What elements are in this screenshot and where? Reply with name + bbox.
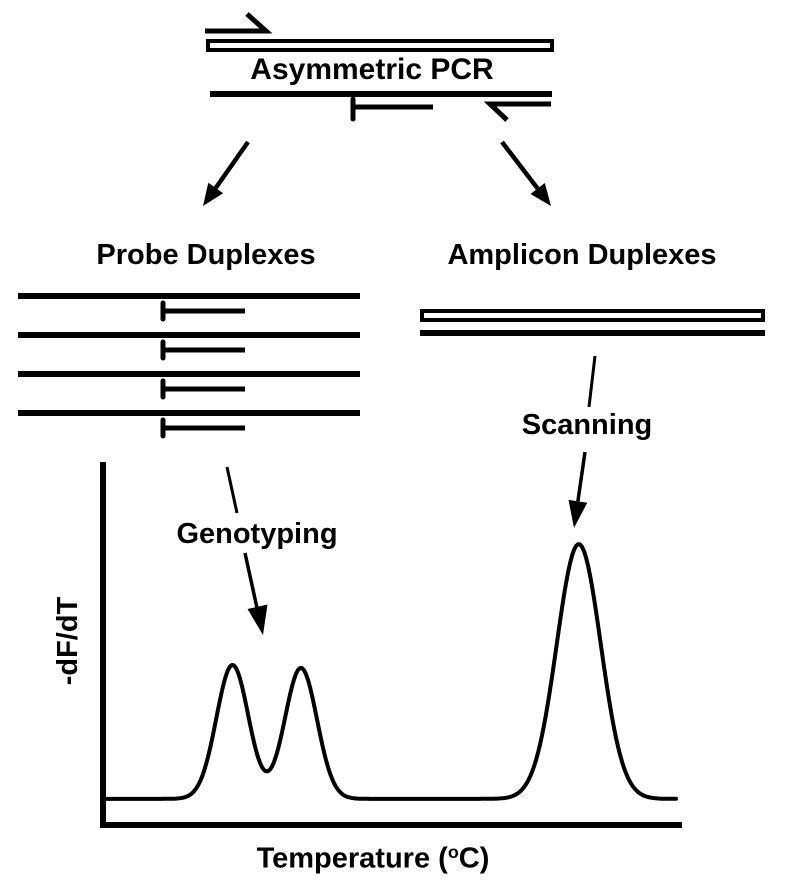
probe-duplexes-title: Probe Duplexes bbox=[96, 239, 316, 271]
forward-primer-icon bbox=[205, 12, 273, 34]
y-axis-label: -dF/dT bbox=[52, 596, 84, 686]
x-axis-label: Temperature (oC) bbox=[223, 843, 523, 874]
scanning-arrow-icon bbox=[568, 451, 588, 528]
x-axis-label-pre: Temperature ( bbox=[256, 842, 448, 875]
branch-arrow-left-icon bbox=[203, 140, 250, 206]
melting-curve bbox=[102, 542, 678, 801]
scanning-label: Scanning bbox=[521, 409, 653, 441]
connector-to-genotyping bbox=[225, 466, 239, 514]
branch-arrow-right-icon bbox=[500, 140, 551, 206]
x-axis-label-post: C) bbox=[458, 842, 490, 875]
amplicon-duplexes-title: Amplicon Duplexes bbox=[447, 239, 717, 271]
connector-to-scanning bbox=[587, 355, 597, 408]
genotyping-arrow-icon bbox=[243, 552, 268, 635]
reverse-primer-icon bbox=[483, 101, 551, 122]
x-axis-label-sup: o bbox=[447, 842, 459, 862]
genotyping-label: Genotyping bbox=[176, 518, 338, 550]
top-strand-duplex bbox=[206, 39, 554, 52]
plot-axes bbox=[100, 462, 682, 828]
probe-duplexes-diagram bbox=[18, 293, 360, 439]
asymmetric-pcr-diagram bbox=[205, 12, 554, 122]
amplicon-top-strand bbox=[420, 309, 765, 322]
asymmetric-pcr-label: Asymmetric PCR bbox=[250, 53, 494, 86]
amplicon-duplex-diagram bbox=[420, 309, 765, 336]
